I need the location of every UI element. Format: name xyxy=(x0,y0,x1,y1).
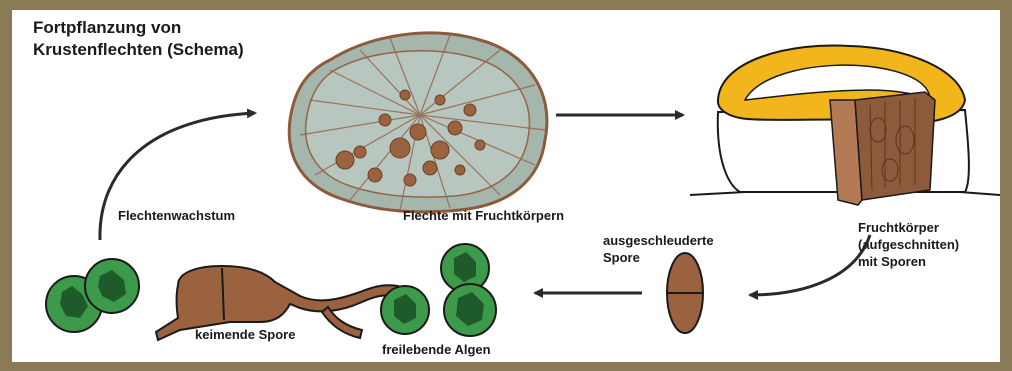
label-free-algae: freilebende Algen xyxy=(382,341,491,358)
algae-cells-left xyxy=(46,259,139,332)
arrow-to-spore xyxy=(750,235,870,295)
label-lichen: Flechte mit Fruchtkörpern xyxy=(403,207,564,224)
label-fruiting-body: Fruchtkörper (aufgeschnitten) mit Sporen xyxy=(858,219,959,270)
title-line-1: Fortpflanzung von xyxy=(33,17,244,39)
spore-line-1: ausgeschleuderte xyxy=(603,232,714,249)
lichen-thallus xyxy=(289,33,547,212)
free-living-algae xyxy=(381,244,496,336)
fruiting-body-cutaway xyxy=(690,45,1000,205)
spore-line-2: Spore xyxy=(603,249,714,266)
diagram-title: Fortpflanzung von Krustenflechten (Schem… xyxy=(33,17,244,61)
fruiting-line-3: mit Sporen xyxy=(858,253,959,270)
label-germinating-spore: keimende Spore xyxy=(195,326,295,343)
label-spore: ausgeschleuderte Spore xyxy=(603,232,714,266)
fruiting-line-2: (aufgeschnitten) xyxy=(858,236,959,253)
label-growth: Flechtenwachstum xyxy=(118,207,235,224)
title-line-2: Krustenflechten (Schema) xyxy=(33,39,244,61)
fruiting-line-1: Fruchtkörper xyxy=(858,219,959,236)
